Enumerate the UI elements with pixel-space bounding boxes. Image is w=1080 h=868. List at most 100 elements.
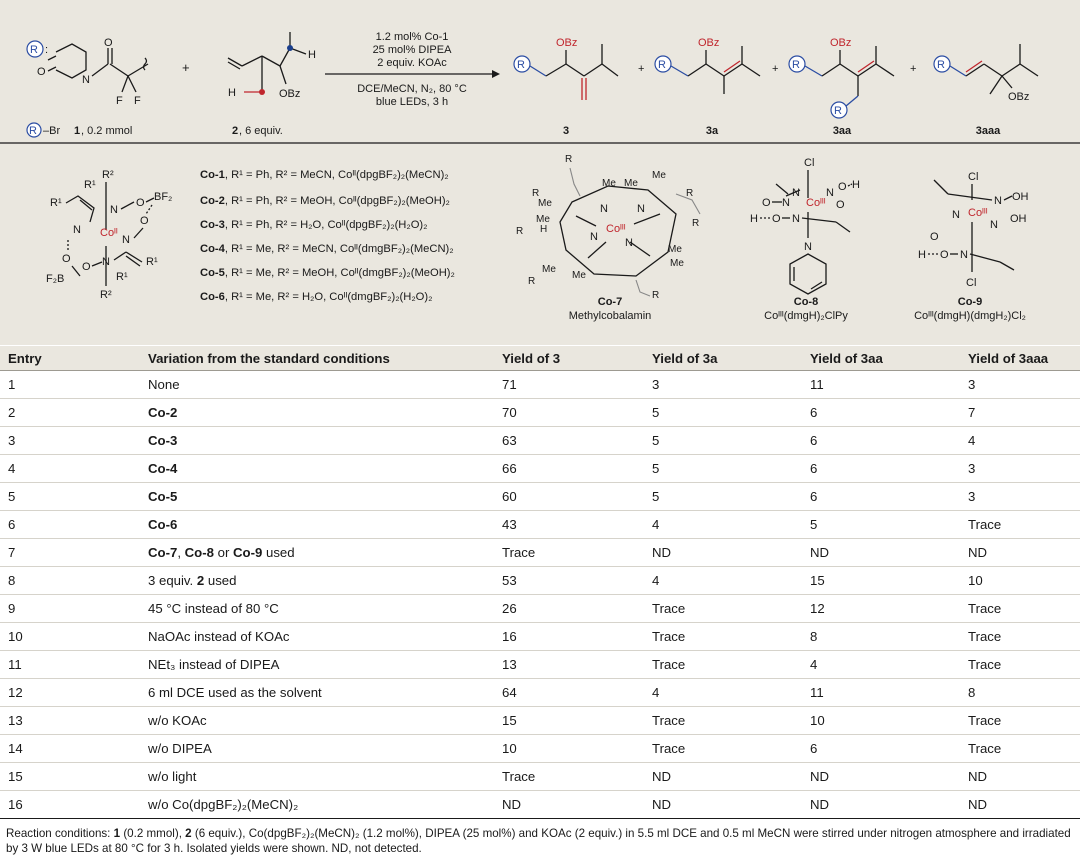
cell-yield-3: 13 <box>494 650 644 679</box>
co8-o4: O <box>772 213 781 225</box>
cell-entry: 3 <box>0 426 140 455</box>
cell-yield-3aaa: Trace <box>960 622 1080 651</box>
co7-r1: R <box>565 154 572 165</box>
table-footnote: Reaction conditions: 1 (0.2 mmol), 2 (6 … <box>6 827 1071 855</box>
atom-r: R <box>658 59 666 71</box>
atom-r: R <box>937 59 945 71</box>
atom-n2: N <box>73 224 81 236</box>
cell-variation: NaOAc instead of KOAc <box>140 622 494 651</box>
co8-cl: Cl <box>804 157 814 169</box>
co7-n3: N <box>590 231 598 243</box>
cell-yield-3: Trace <box>494 762 644 791</box>
header-yield-3a: Yield of 3a <box>644 346 802 371</box>
table-row: 15 w/o light Trace ND ND ND <box>0 762 1080 791</box>
product-3aaa-structure: R OBz <box>933 44 1039 103</box>
cell-yield-3a: ND <box>644 538 802 567</box>
co8-label: Co-8 <box>794 296 818 308</box>
atom-o4: O <box>82 261 91 273</box>
cell-yield-3: 63 <box>494 426 644 455</box>
header-yield-3: Yield of 3 <box>494 346 644 371</box>
yield-table: Entry Variation from the standard condit… <box>0 346 1080 819</box>
table-row: 9 45 °C instead of 80 °C 26 Trace 12 Tra… <box>0 594 1080 623</box>
co7-structure: N N N N Coᴵᴵᴵ Me Me Me Me Me H Me Me Me … <box>516 154 701 322</box>
cell-yield-3aaa: ND <box>960 790 1080 819</box>
cell-yield-3aa: ND <box>802 790 960 819</box>
atom-obz: OBz <box>830 37 851 49</box>
cell-variation: 6 ml DCE used as the solvent <box>140 678 494 707</box>
co7-desc: Methylcobalamin <box>569 310 652 322</box>
atom-r: R <box>792 59 800 71</box>
atom-r1-left: R¹ <box>50 197 62 209</box>
cell-yield-3: 70 <box>494 398 644 427</box>
atom-r2-bottom: R² <box>100 289 112 301</box>
co7-n4: N <box>625 237 633 249</box>
plus-3: + <box>772 63 778 75</box>
table-row: 1 None 71 3 11 3 <box>0 370 1080 399</box>
co9-n4: N <box>960 249 968 261</box>
cell-variation: NEt₃ instead of DIPEA <box>140 650 494 679</box>
cell-yield-3: 15 <box>494 706 644 735</box>
cell-yield-3: 16 <box>494 622 644 651</box>
reactant-2-structure: H H OBz <box>227 32 316 100</box>
table-row: 4 Co-4 66 5 6 3 <box>0 454 1080 483</box>
cell-yield-3a: Trace <box>644 706 802 735</box>
cell-yield-3aa: 5 <box>802 510 960 539</box>
atom-h-left: H <box>228 87 236 99</box>
cell-entry: 6 <box>0 510 140 539</box>
cell-yield-3aa: ND <box>802 762 960 791</box>
cell-variation: w/o Co(dpgBF₂)₂(MeCN)₂ <box>140 790 494 819</box>
cell-entry: 1 <box>0 370 140 399</box>
table-row: 16 w/o Co(dpgBF₂)₂(MeCN)₂ ND ND ND ND <box>0 790 1080 819</box>
cell-yield-3a: 4 <box>644 510 802 539</box>
co8-o2: O <box>836 199 845 211</box>
cell-yield-3: 10 <box>494 734 644 763</box>
co9-n3: N <box>990 219 998 231</box>
co7-n1: N <box>600 203 608 215</box>
cell-yield-3aa: ND <box>802 538 960 567</box>
atom-n1: N <box>110 204 118 216</box>
atom-r: R <box>517 59 525 71</box>
condition-light: blue LEDs, 3 h <box>376 96 448 108</box>
reaction-scheme: R : O N O F F + H H OBz <box>0 0 1080 345</box>
co7-me-1: Me <box>602 178 616 189</box>
cell-entry: 2 <box>0 398 140 427</box>
atom-n3: N <box>122 234 130 246</box>
cell-variation: w/o light <box>140 762 494 791</box>
cell-entry: 12 <box>0 678 140 707</box>
cell-yield-3aaa: 8 <box>960 678 1080 707</box>
co7-me-2: Me <box>624 178 638 189</box>
co9-oh1: OH <box>1012 191 1029 203</box>
cell-variation: w/o KOAc <box>140 706 494 735</box>
cell-entry: 16 <box>0 790 140 819</box>
co8-h1: H <box>852 179 860 191</box>
cell-yield-3aaa: Trace <box>960 706 1080 735</box>
co8-h2: H <box>750 213 758 225</box>
cell-yield-3a: 4 <box>644 566 802 595</box>
table-row: 2 Co-2 70 5 6 7 <box>0 398 1080 427</box>
cell-yield-3a: ND <box>644 790 802 819</box>
atom-o2: O <box>140 215 149 227</box>
plus-2: + <box>638 63 644 75</box>
cell-entry: 13 <box>0 706 140 735</box>
cell-yield-3aa: 6 <box>802 398 960 427</box>
cell-entry: 10 <box>0 622 140 651</box>
co9-label: Co-9 <box>958 296 982 308</box>
catalyst-list: Co-1, R¹ = Ph, R² = MeCN, Coᴵᴵ(dpgBF₂)₂(… <box>200 169 455 303</box>
cell-yield-3aaa: 3 <box>960 370 1080 399</box>
conditions: 1.2 mol% Co-1 25 mol% DIPEA 2 equiv. KOA… <box>325 31 500 108</box>
co7-r4: R <box>692 218 699 229</box>
cell-yield-3: 26 <box>494 594 644 623</box>
atom-obz: OBz <box>556 37 577 49</box>
table-row: 7 Co-7, Co-8 or Co-9 used Trace ND ND ND <box>0 538 1080 567</box>
co9-o2: O <box>940 249 949 261</box>
co8-n3: N <box>782 197 790 209</box>
co8-n-py: N <box>804 241 812 253</box>
co9-cl-bottom: Cl <box>966 277 976 289</box>
product-3a-structure: R OBz <box>654 37 761 94</box>
co9-h: H <box>918 249 926 261</box>
co8-n1: N <box>792 187 800 199</box>
cell-yield-3aa: 6 <box>802 734 960 763</box>
cell-entry: 7 <box>0 538 140 567</box>
co7-r3: R <box>686 188 693 199</box>
co7-me-4: Me <box>538 198 552 209</box>
